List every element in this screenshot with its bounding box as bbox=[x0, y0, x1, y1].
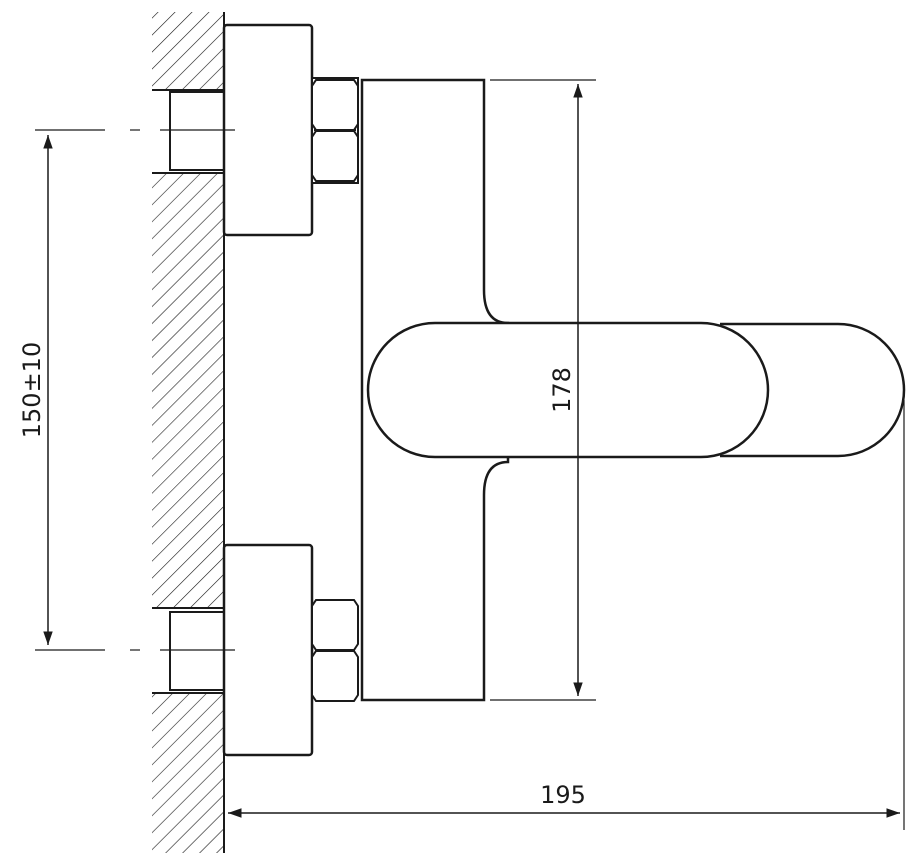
spout bbox=[720, 322, 906, 458]
upper-inlet-pipe bbox=[152, 89, 225, 174]
dimension-body-height: 178 bbox=[490, 79, 596, 701]
dimension-inlet-spacing: 150±10 bbox=[18, 135, 53, 645]
total-projection-label: 195 bbox=[540, 781, 586, 809]
inlet-spacing-label: 150±10 bbox=[18, 342, 46, 438]
lower-hex-nut bbox=[311, 599, 359, 702]
dimension-total-projection: 195 bbox=[228, 400, 905, 830]
lower-escutcheon bbox=[222, 543, 314, 757]
body-height-label: 178 bbox=[548, 367, 576, 413]
wall-hatch-upper bbox=[152, 12, 224, 90]
upper-escutcheon bbox=[222, 23, 314, 237]
inlet-centerlines bbox=[35, 129, 235, 651]
wall bbox=[152, 12, 225, 853]
wall-hatch-lower bbox=[152, 693, 224, 853]
upper-hex-nut bbox=[311, 77, 359, 184]
wall-hatch-middle bbox=[152, 173, 224, 608]
lever-handle bbox=[366, 321, 770, 459]
lower-inlet-pipe bbox=[152, 607, 225, 694]
